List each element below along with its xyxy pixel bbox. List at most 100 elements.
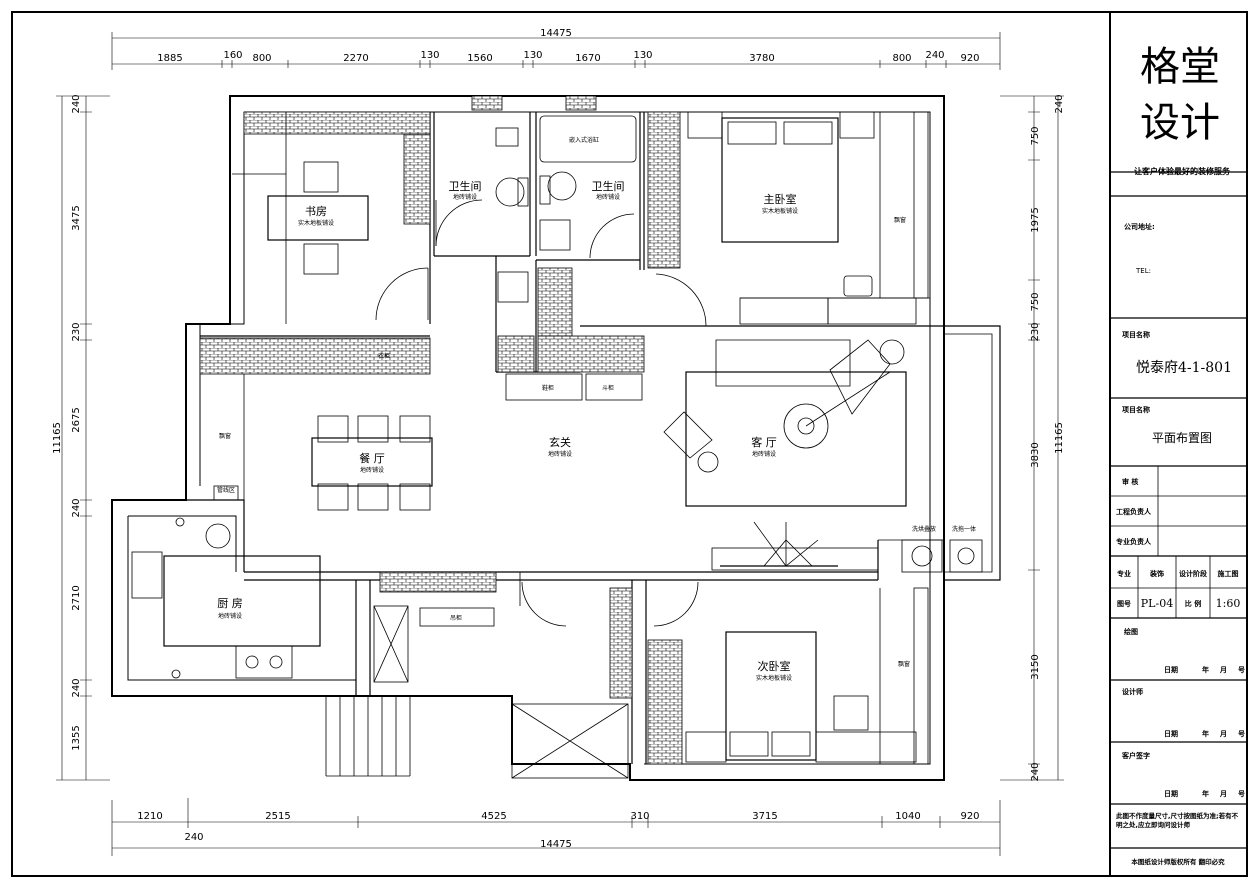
label-bay-window: 飘窗 (898, 660, 910, 668)
dim-top-seg: 1670 (575, 53, 600, 64)
masonry-hatching (199, 95, 683, 765)
engineering-lead-label: 工程负责人 (1116, 507, 1152, 516)
shoe-cabinet (505, 373, 583, 401)
armchair (663, 411, 713, 459)
dim-left-seg: 230 (71, 322, 82, 341)
month-label: 月 (1219, 730, 1227, 738)
dim-bottom-seg: 1040 (895, 811, 920, 822)
company-address-label: 公司地址: (1124, 222, 1155, 231)
room-name-foyer: 玄关 (549, 435, 571, 449)
sheet-border (11, 11, 1248, 877)
title-block: 格堂 设计 —让客户体验最好的装修服务 公司地址: TEL: 项目名称 悦泰府4… (1110, 44, 1247, 866)
dim-right-seg: 240 (1054, 94, 1065, 113)
living-rug (685, 371, 907, 507)
sofa (715, 339, 851, 387)
dim-left-seg: 2710 (71, 585, 82, 610)
label-cabinet: 斗柜 (602, 384, 614, 392)
date-label: 日期 (1164, 729, 1178, 738)
dim-bottom-seg: 3715 (752, 811, 777, 822)
kitchen-sink (131, 551, 163, 599)
room-name-study: 书房 (305, 205, 327, 218)
room-name-bath1: 卫生间 (449, 179, 482, 193)
dim-top-seg: 1885 (157, 53, 182, 64)
dim-left-seg: 240 (71, 498, 82, 517)
room-name-kitchen: 厨 房 (217, 597, 243, 610)
dim-right-seg: 750 (1030, 126, 1041, 145)
month-label: 月 (1219, 790, 1227, 798)
logo-line1: 格堂 (1140, 44, 1220, 90)
room-name-bath2: 卫生间 (592, 179, 625, 193)
room-labels: 书房 实木地板铺设 卫生间 地砖铺设 卫生间 地砖铺设 主卧室 实木地板铺设 餐… (217, 136, 976, 682)
washer (901, 539, 943, 573)
left-dimensions: 240 3475 230 2675 240 2710 240 1355 1116… (52, 94, 110, 781)
study-desk (267, 195, 369, 241)
dim-top-seg: 130 (523, 50, 542, 61)
dim-top-total: 14475 (540, 28, 572, 39)
dim-left-seg: 3475 (71, 205, 82, 230)
dim-bottom-seg: 1210 (137, 811, 162, 822)
room-floor-foyer: 地砖铺设 (548, 450, 572, 458)
drawing-name-value: 平面布置图 (1152, 431, 1212, 445)
year-label: 年 (1202, 789, 1209, 798)
dim-left-total: 11165 (52, 422, 63, 454)
note-box: 此图不作度量尺寸,尺寸按图纸为准;若有不明之处,应立即询问设计师 (1116, 812, 1238, 829)
bottom-dimensions: 1210 2515 4525 310 3715 1040 920 240 144… (111, 798, 1001, 856)
dim-right-seg: 230 (1030, 322, 1041, 341)
date-label: 日期 (1164, 789, 1178, 798)
date-label: 日期 (1164, 665, 1178, 674)
dim-bottom-seg: 920 (960, 811, 979, 822)
dim-right-seg: 3150 (1030, 654, 1041, 679)
col-decoration: 装饰 (1149, 569, 1164, 578)
furniture (131, 111, 983, 779)
logo-line2: 设计 (1140, 100, 1220, 146)
scale-label: 比 例 (1185, 599, 1201, 608)
dim-top-seg: 240 (925, 50, 944, 61)
dim-bottom-seg: 4525 (481, 811, 506, 822)
room-floor-bath1: 地砖铺设 (453, 193, 477, 201)
label-bay-window: 飘窗 (894, 216, 906, 224)
dim-left-seg: 240 (71, 94, 82, 113)
label-pipe: 管线区 (217, 486, 235, 494)
bath-sink (539, 219, 571, 251)
room-floor-dining: 地砖铺设 (360, 466, 384, 474)
dim-top-seg: 3780 (749, 53, 774, 64)
bathtub (539, 115, 637, 163)
bath2-door-arc (589, 213, 635, 259)
toilet (495, 177, 525, 207)
dim-bottom-seg: 2515 (265, 811, 290, 822)
label-wardrobe: 衣柜 (378, 352, 390, 360)
day-label: 号 (1238, 789, 1245, 798)
label-washer: 洗烘叠放 (912, 525, 936, 533)
dim-right-seg: 750 (1030, 292, 1041, 311)
study-door-arc (375, 267, 429, 321)
master-bed (721, 117, 839, 243)
room-floor-bath2: 地砖铺设 (596, 193, 620, 201)
dim-top-seg: 2270 (343, 53, 368, 64)
dim-right-seg: 240 (1030, 762, 1041, 781)
dim-bottom-total: 14475 (540, 839, 572, 850)
room-name-living: 客 厅 (751, 435, 777, 449)
dim-top-seg: 800 (892, 53, 911, 64)
dim-top-seg: 130 (420, 50, 439, 61)
washer2 (949, 539, 983, 573)
bath-sink (497, 271, 529, 303)
dim-left-seg: 240 (71, 678, 82, 697)
col-construction: 施工图 (1218, 569, 1239, 578)
bath1-door-arc (435, 199, 483, 247)
study-chair (303, 243, 339, 275)
room-floor-study: 实木地板铺设 (298, 219, 334, 227)
designer-label: 设计师 (1122, 687, 1143, 696)
study-chair (303, 161, 339, 193)
project-name-value: 悦泰府4-1-801 (1136, 360, 1232, 376)
side-cabinet (585, 373, 643, 401)
project-name-label: 项目名称 (1122, 330, 1150, 339)
walls (111, 95, 1001, 781)
label-washer2: 洗拖一体 (952, 525, 976, 533)
label-bay-window: 飘窗 (219, 432, 231, 440)
dim-top-seg: 1560 (467, 53, 492, 64)
month-label: 月 (1219, 666, 1227, 674)
dim-top-seg: 130 (633, 50, 652, 61)
stove (235, 645, 293, 679)
drawing-name-label: 项目名称 (1122, 405, 1150, 414)
